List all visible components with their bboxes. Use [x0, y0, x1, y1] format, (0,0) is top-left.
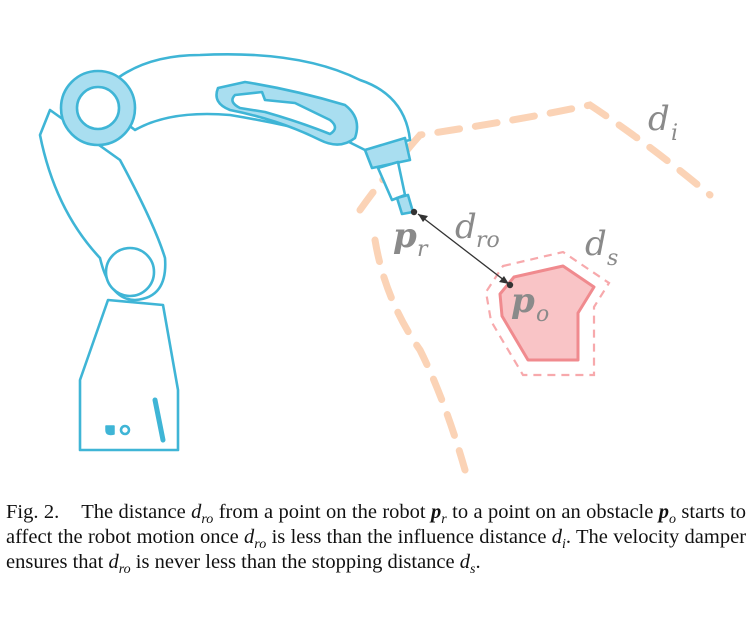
caption-prefix: Fig. 2. [6, 501, 60, 523]
robot-arm [38, 52, 415, 452]
label-p-r: p [393, 216, 417, 256]
label-p-r-sub: r [417, 237, 429, 262]
label-d-i: d [648, 99, 670, 139]
label-d-i-sub: i [671, 121, 678, 146]
label-p-o-sub: o [536, 302, 549, 327]
figure-caption: Fig. 2.The distance dro from a point on … [6, 501, 747, 578]
label-d-ro-sub: ro [476, 228, 500, 253]
obstacle-shape [498, 264, 596, 362]
label-d-s-sub: s [607, 246, 618, 271]
influence-boundary-left [371, 236, 469, 474]
figure-illustration: d i d ro d s p r p o [38, 52, 714, 474]
label-p-o: p [511, 281, 535, 321]
stopping-boundary [484, 250, 611, 377]
distance-arrow [410, 208, 514, 289]
label-d-ro: d [455, 207, 477, 247]
label-d-s: d [585, 224, 607, 264]
